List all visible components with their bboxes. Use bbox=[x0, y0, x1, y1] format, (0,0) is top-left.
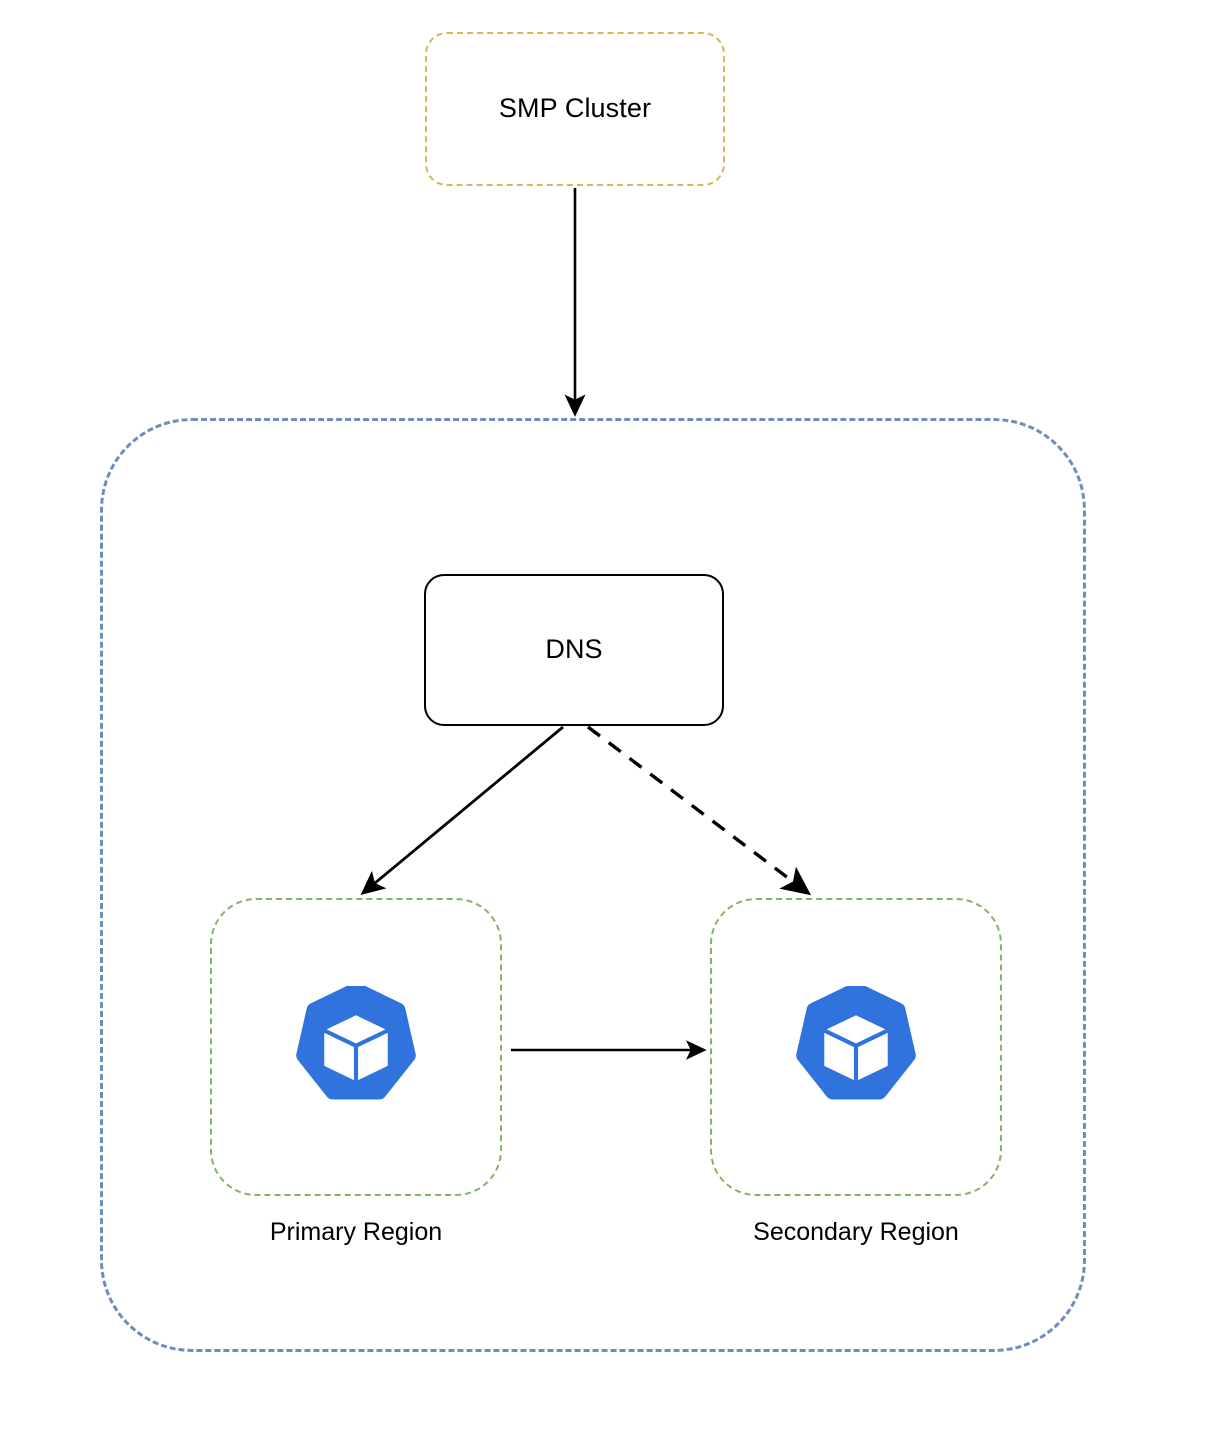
kubernetes-icon bbox=[295, 986, 417, 1108]
platform-boundary bbox=[100, 418, 1086, 1352]
secondary-region-box[interactable] bbox=[710, 898, 1002, 1196]
secondary-region-caption: Secondary Region bbox=[753, 1218, 959, 1246]
kubernetes-icon bbox=[795, 986, 917, 1108]
smp-cluster-node[interactable]: SMP Cluster bbox=[425, 32, 725, 186]
dns-node[interactable]: DNS bbox=[424, 574, 724, 726]
smp-cluster-label: SMP Cluster bbox=[498, 93, 652, 124]
primary-region-caption: Primary Region bbox=[269, 1218, 443, 1246]
primary-region-box[interactable] bbox=[210, 898, 502, 1196]
dns-label: DNS bbox=[545, 634, 603, 665]
